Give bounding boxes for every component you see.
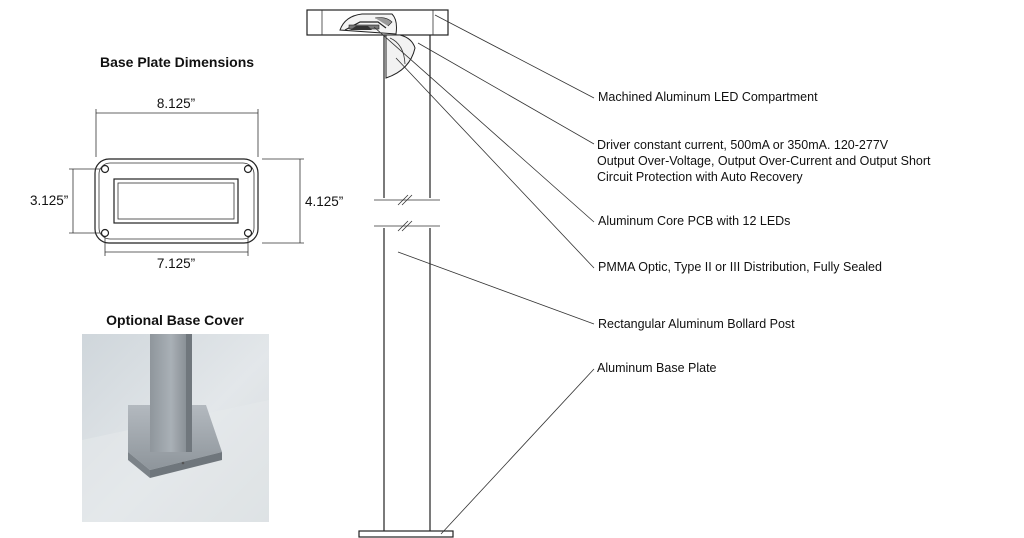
- callout-optic: PMMA Optic, Type II or III Distribution,…: [598, 260, 882, 274]
- dim-left-label: 3.125”: [30, 193, 68, 208]
- base-plate-outline: [94, 158, 259, 244]
- leader-lines: [373, 14, 595, 535]
- base-cover-section: Optional Base Cover: [82, 312, 269, 522]
- dim-bottom-label: 7.125”: [157, 256, 195, 271]
- bolt-holes: [100, 164, 253, 238]
- callout-base-plate: Aluminum Base Plate: [597, 361, 717, 375]
- callout-post: Rectangular Aluminum Bollard Post: [598, 317, 795, 331]
- post-break-marks: [374, 194, 440, 232]
- callout-pcb: Aluminum Core PCB with 12 LEDs: [598, 214, 790, 228]
- base-cover-title: Optional Base Cover: [106, 312, 244, 328]
- callout-driver-line-2: Output Over-Voltage, Output Over-Current…: [597, 154, 931, 168]
- base-plate-opening: [113, 178, 239, 224]
- callout-driver-line-3: Circuit Protection with Auto Recovery: [597, 170, 803, 184]
- base-plate-elevation: [358, 530, 454, 538]
- head-cutaway: [339, 13, 416, 79]
- callout-led-compartment: Machined Aluminum LED Compartment: [598, 90, 818, 104]
- callout-driver-line-1: Driver constant current, 500mA or 350mA.…: [597, 138, 889, 152]
- base-plate-dimensions: Base Plate Dimensions 8.125” 3.125” 4.12…: [30, 54, 343, 271]
- base-plate-title: Base Plate Dimensions: [100, 54, 254, 70]
- callouts: Machined Aluminum LED Compartment Driver…: [597, 90, 931, 375]
- base-cover-photo: [82, 334, 269, 522]
- dim-top-label: 8.125”: [157, 96, 195, 111]
- bollard-elevation: [306, 9, 454, 538]
- dim-right-label: 4.125”: [305, 194, 343, 209]
- led-compartment-head: [306, 9, 449, 36]
